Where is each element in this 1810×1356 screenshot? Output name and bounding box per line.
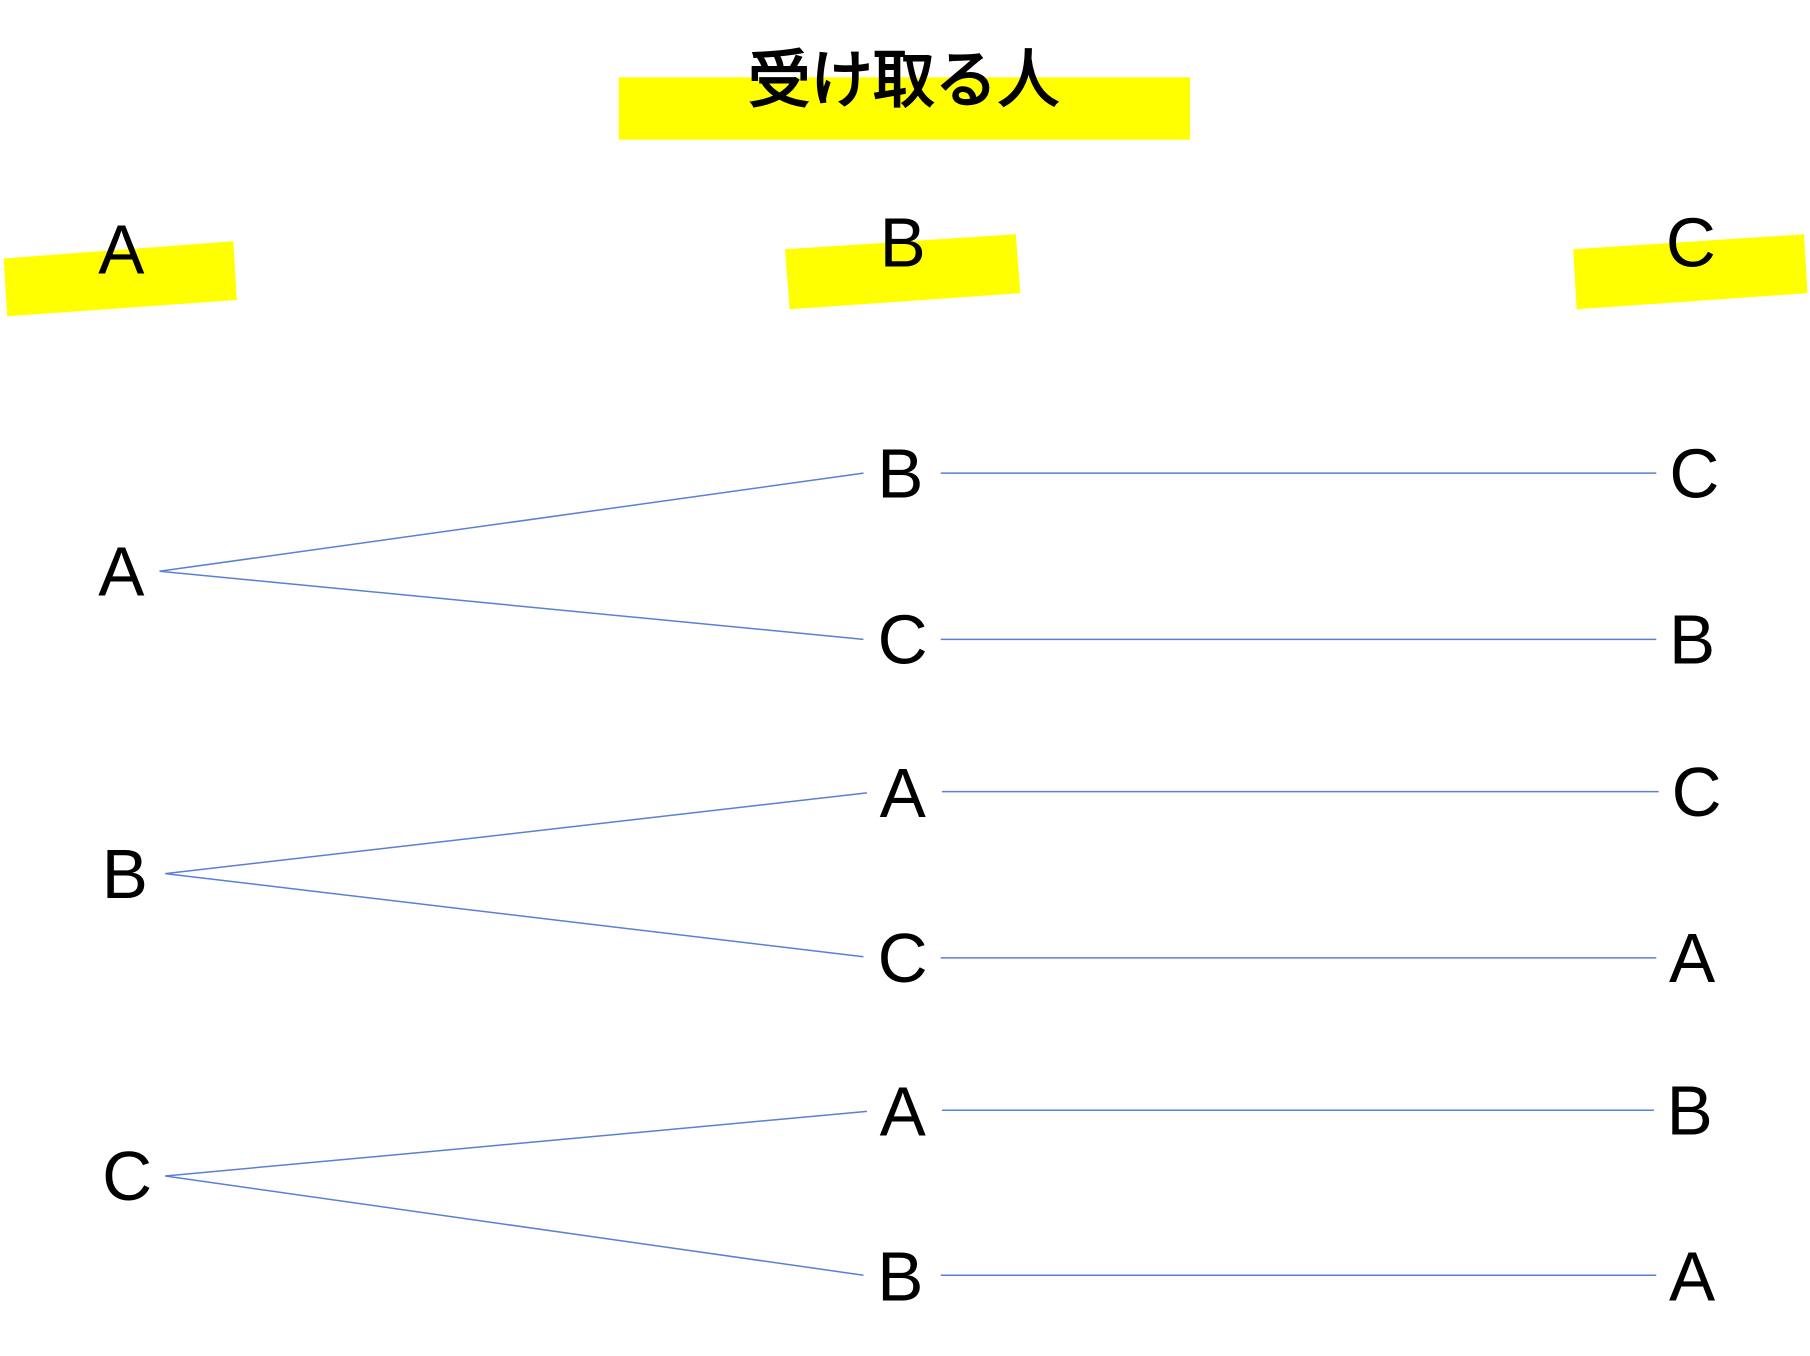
node: B (1669, 601, 1715, 679)
node: C (878, 919, 928, 997)
node: B (102, 835, 148, 913)
title: 受け取る人 (748, 44, 1059, 117)
title-highlight (618, 77, 1191, 140)
level-1-nodes: A B C (98, 532, 152, 1215)
node: B (877, 434, 923, 512)
node: A (1669, 919, 1716, 997)
node: C (1672, 753, 1722, 831)
node: A (880, 754, 927, 832)
branch-line (159, 472, 864, 572)
branch-line (165, 872, 864, 958)
level-3-nodes: C B C A B A (1667, 434, 1722, 1315)
node: B (1667, 1071, 1713, 1149)
node: A (880, 1073, 927, 1151)
header-highlight-c (1573, 234, 1808, 310)
node: A (1669, 1238, 1716, 1316)
node: B (877, 1238, 923, 1316)
level-2-nodes: B C A C A B (877, 434, 927, 1315)
header-b: B (880, 204, 926, 282)
header-highlight-a (3, 241, 237, 317)
node: C (878, 601, 928, 679)
node: C (1669, 434, 1719, 512)
branch-line (165, 1110, 867, 1177)
branch-line (159, 570, 864, 641)
branch-line (165, 1175, 864, 1276)
header-c: C (1666, 204, 1716, 282)
branch-line (165, 792, 868, 875)
node: A (98, 532, 145, 610)
header-highlight-b (784, 234, 1021, 310)
branches (159, 472, 1659, 1276)
header-a: A (98, 211, 145, 289)
node: C (102, 1137, 152, 1215)
